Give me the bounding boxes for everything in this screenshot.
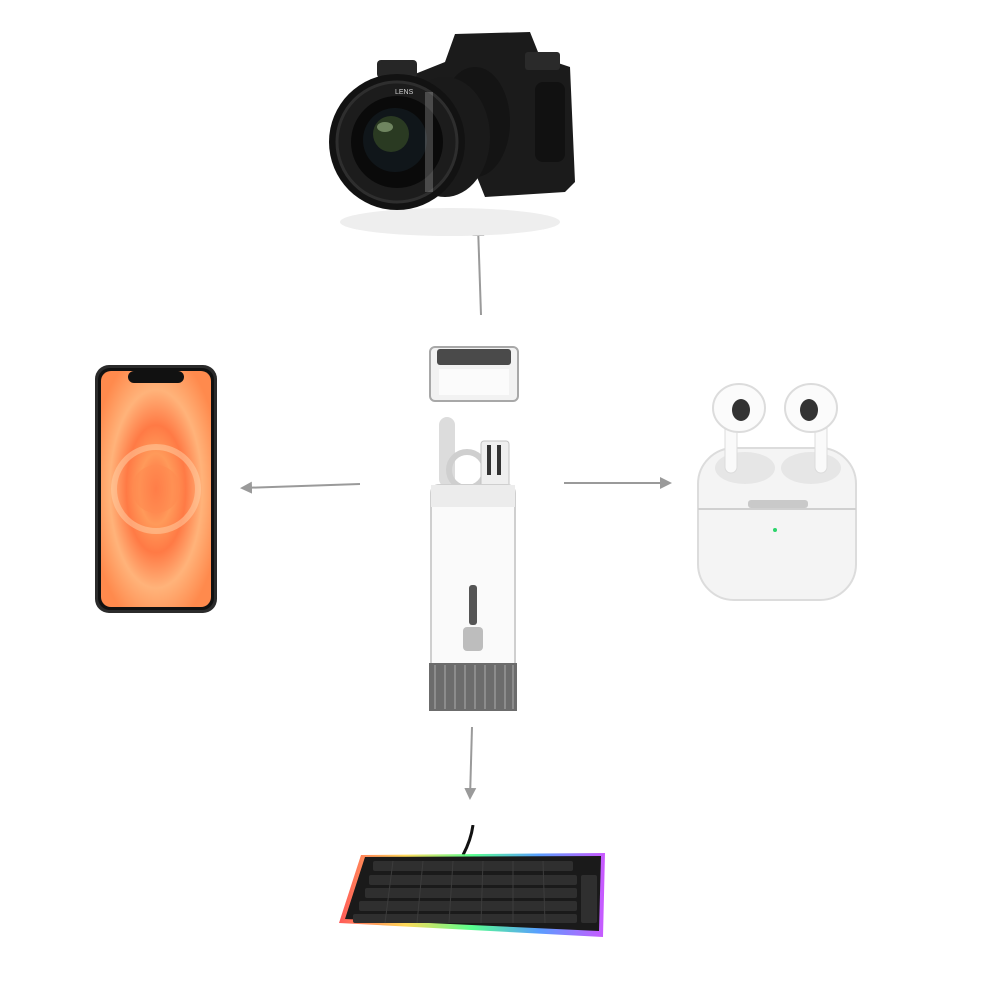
keyboard-icon: [339, 825, 605, 937]
arrow-up: [472, 224, 485, 316]
cleaning-kit-icon: [429, 346, 519, 711]
smartphone-icon: [95, 365, 217, 613]
arrow-down: [464, 726, 477, 800]
arrow-left: [240, 481, 361, 494]
camera-icon: LENS: [329, 32, 575, 236]
lens-label: LENS: [395, 89, 414, 96]
earbuds-case-icon: [697, 383, 857, 601]
